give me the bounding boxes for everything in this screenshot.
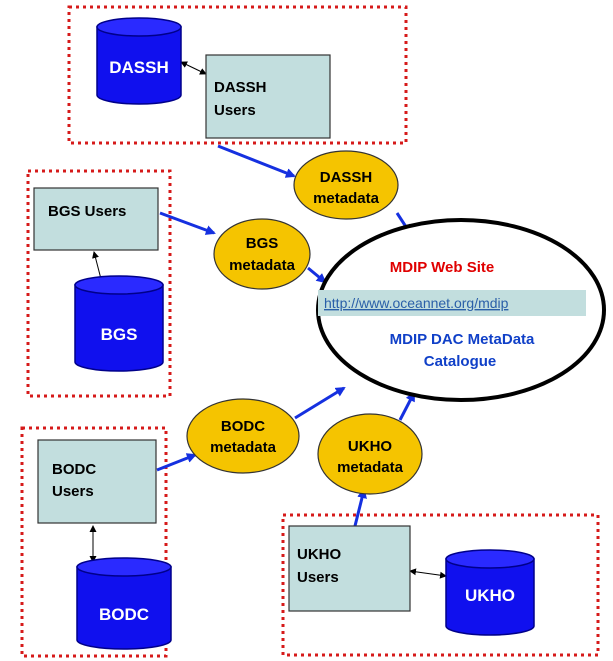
- bodc-metadata-node: BODC metadata: [186, 398, 300, 474]
- dassh-users-label-line2: Users: [214, 102, 256, 119]
- bgs-users-label: BGS Users: [48, 203, 126, 220]
- ukho-metadata-label-line1: UKHO: [348, 438, 392, 455]
- bodc-db-label: BODC: [99, 605, 149, 624]
- bodc-group-border: [20, 426, 168, 658]
- bgs-metadata-label-line1: BGS: [246, 235, 279, 252]
- dassh-db-label: DASSH: [109, 58, 169, 77]
- mdip-hub: MDIP Web Site http://www.oceannet.org/md…: [316, 218, 606, 402]
- bgs-metadata-node: BGS metadata: [213, 218, 311, 290]
- ukho-group-border: [281, 513, 600, 657]
- hub-catalogue-line1: MDIP DAC MetaData: [390, 331, 535, 348]
- bgs-database: BGS: [74, 275, 164, 372]
- bgs-db-label: BGS: [101, 325, 138, 344]
- bodc-database: BODC: [76, 557, 172, 650]
- dassh-metadata-label-line2: metadata: [313, 190, 380, 207]
- bgs-metadata-label-line2: metadata: [229, 257, 296, 274]
- dassh-users-box: DASSH Users: [205, 54, 331, 139]
- link-ukho-db-users: [409, 568, 447, 579]
- arrow-dassh-to-metadata: [217, 144, 296, 178]
- arrow-bodc-to-metadata: [156, 453, 197, 472]
- dassh-users-label-line1: DASSH: [214, 79, 267, 96]
- ukho-database: UKHO: [445, 549, 535, 636]
- ukho-users-label-line1: UKHO: [297, 546, 341, 563]
- bodc-users-box: BODC Users: [37, 439, 157, 524]
- arrow-bgs-metadata-to-hub: [307, 266, 327, 284]
- dassh-metadata-label-line1: DASSH: [320, 169, 373, 186]
- ukho-users-box: UKHO Users: [288, 525, 411, 612]
- arrow-bgs-to-metadata: [159, 211, 216, 235]
- bodc-metadata-label-line2: metadata: [210, 439, 277, 456]
- arrow-ukho-to-metadata: [353, 488, 367, 527]
- hub-catalogue-line2: Catalogue: [424, 353, 497, 370]
- bodc-users-label-line1: BODC: [52, 461, 96, 478]
- hub-title: MDIP Web Site: [390, 259, 494, 276]
- hub-url-box: [318, 290, 586, 316]
- hub-url[interactable]: http://www.oceannet.org/mdip: [324, 295, 509, 311]
- arrow-bodc-metadata-to-hub: [294, 386, 346, 420]
- link-dassh-db-users: [180, 61, 207, 75]
- dassh-group-border: [67, 5, 408, 145]
- ukho-metadata-label-line2: metadata: [337, 459, 404, 476]
- ukho-db-label: UKHO: [465, 586, 515, 605]
- dassh-database: DASSH: [96, 17, 182, 105]
- bodc-users-label-line2: Users: [52, 483, 94, 500]
- dassh-metadata-node: DASSH metadata: [293, 150, 399, 220]
- ukho-users-label-line2: Users: [297, 569, 339, 586]
- bodc-metadata-label-line1: BODC: [221, 418, 265, 435]
- bgs-group-border: [26, 169, 172, 398]
- arrow-ukho-metadata-to-hub: [398, 391, 416, 421]
- ukho-metadata-node: UKHO metadata: [317, 413, 423, 495]
- bgs-users-box: BGS Users: [33, 187, 159, 251]
